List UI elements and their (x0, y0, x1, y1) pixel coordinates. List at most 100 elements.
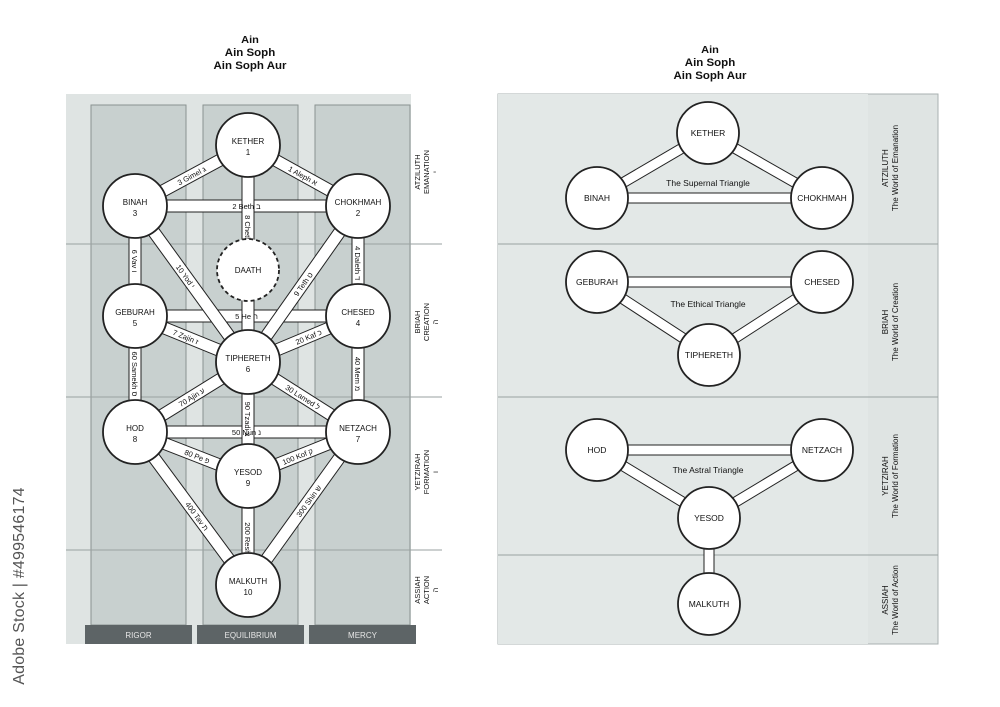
path-label-text: 4 Daleth ד (353, 246, 362, 280)
path-label-text: 200 Resh ר (243, 522, 252, 560)
path-label-text: 5 He ה (235, 312, 258, 321)
node-binah: BINAH (565, 166, 629, 230)
sephira-circle (102, 399, 168, 465)
path-label-text: 60 Samekh ס (130, 352, 139, 397)
world-subtitle: EMANATION (422, 150, 431, 194)
node-label: MALKUTH (689, 599, 730, 609)
sephira-tiphereth: TIPHERETH 6 (215, 329, 281, 395)
pillar-label: MERCY (348, 631, 378, 640)
world-letter: י (431, 171, 440, 173)
world-name: BRIAH (881, 310, 890, 335)
sephira-circle (215, 329, 281, 395)
node-circle (790, 166, 854, 230)
sephira-number: 6 (246, 365, 251, 374)
sephira-name: TIPHERETH (225, 354, 271, 363)
node-label: HOD (588, 445, 607, 455)
sephira-circle (215, 112, 281, 178)
node-circle (677, 572, 741, 636)
sephira-circle (102, 283, 168, 349)
path-label-14: 50 Nun נ (232, 428, 261, 437)
node-yesod: YESOD (677, 486, 741, 550)
header-line-ain-soph: Ain Soph (224, 47, 276, 59)
path-label-text: 6 Vav ו (130, 250, 139, 273)
world-subtitle: The World of Creation (891, 283, 900, 361)
node-label: TIPHERETH (685, 350, 733, 360)
world-name: YETZIRAH (881, 456, 890, 496)
sephira-yesod: YESOD 9 (215, 443, 281, 509)
sephira-circle (215, 443, 281, 509)
node-label: CHOKHMAH (797, 193, 847, 203)
node-circle (790, 418, 854, 482)
path-label-5: 5 He ה (235, 312, 258, 321)
header-line-ain-soph-aur: Ain Soph Aur (673, 70, 747, 82)
node-circle (565, 418, 629, 482)
sephira-name: BINAH (123, 198, 148, 207)
right-header: Ain Ain Soph Ain Soph Aur (640, 44, 780, 83)
path-label-text: 50 Nun נ (232, 428, 261, 437)
sephira-daath: DAATH (216, 238, 280, 302)
path-label-15: 60 Samekh ס (130, 352, 139, 397)
header-line-ain: Ain (241, 34, 259, 46)
path-label-2: 2 Beth ב (232, 202, 261, 211)
sephira-name: YESOD (234, 468, 262, 477)
sephira-name: HOD (126, 424, 144, 433)
node-label: GEBURAH (576, 277, 618, 287)
sephira-circle (216, 238, 280, 302)
node-circle (565, 166, 629, 230)
path-label-text: 40 Mem מ (353, 357, 362, 391)
sephira-circle (325, 399, 391, 465)
path-label-20: 200 Resh ר (243, 522, 252, 560)
sephira-number: 10 (244, 588, 253, 597)
world-subtitle: The World of Formation (891, 434, 900, 518)
node-label: YESOD (694, 513, 724, 523)
path-label-4: 4 Daleth ד (353, 246, 362, 280)
sephira-circle (215, 552, 281, 618)
world-subtitle: ACTION (422, 576, 431, 604)
world-letter: ה (431, 587, 440, 592)
world-subtitle: CREATION (422, 303, 431, 341)
world-name: BRIAH (413, 311, 422, 334)
node-netzach: NETZACH (790, 418, 854, 482)
path-label-6: 6 Vav ו (130, 250, 139, 273)
sephira-circle (325, 283, 391, 349)
node-chokhmah: CHOKHMAH (790, 166, 854, 230)
node-circle (676, 101, 740, 165)
sephira-number: 9 (246, 479, 251, 488)
left-header: Ain Ain Soph Ain Soph Aur (180, 34, 320, 73)
sephira-name: KETHER (232, 137, 265, 146)
node-circle (790, 250, 854, 314)
world-letter: ה (431, 319, 440, 324)
node-circle (677, 486, 741, 550)
world-subtitle: The World of Action (891, 565, 900, 635)
node-circle (565, 250, 629, 314)
pillar-footer-2 (197, 625, 304, 644)
sephira-number: 4 (356, 319, 361, 328)
sephiroth-group: KETHER1CHOKHMAH2BINAH3CHESED4GEBURAH5TIP… (102, 112, 391, 618)
sephira-name: GEBURAH (115, 308, 155, 317)
triangle-title: The Supernal Triangle (666, 178, 750, 188)
pillar-footer-3 (309, 625, 416, 644)
sephira-number: 8 (133, 435, 138, 444)
sephira-name: NETZACH (339, 424, 377, 433)
path-label-18: 90 Tzadi צ (243, 402, 252, 437)
node-hod: HOD (565, 418, 629, 482)
node-geburah: GEBURAH (565, 250, 629, 314)
sephira-name: CHOKHMAH (335, 198, 382, 207)
path-label-8: 8 Cheth ח (243, 215, 252, 248)
